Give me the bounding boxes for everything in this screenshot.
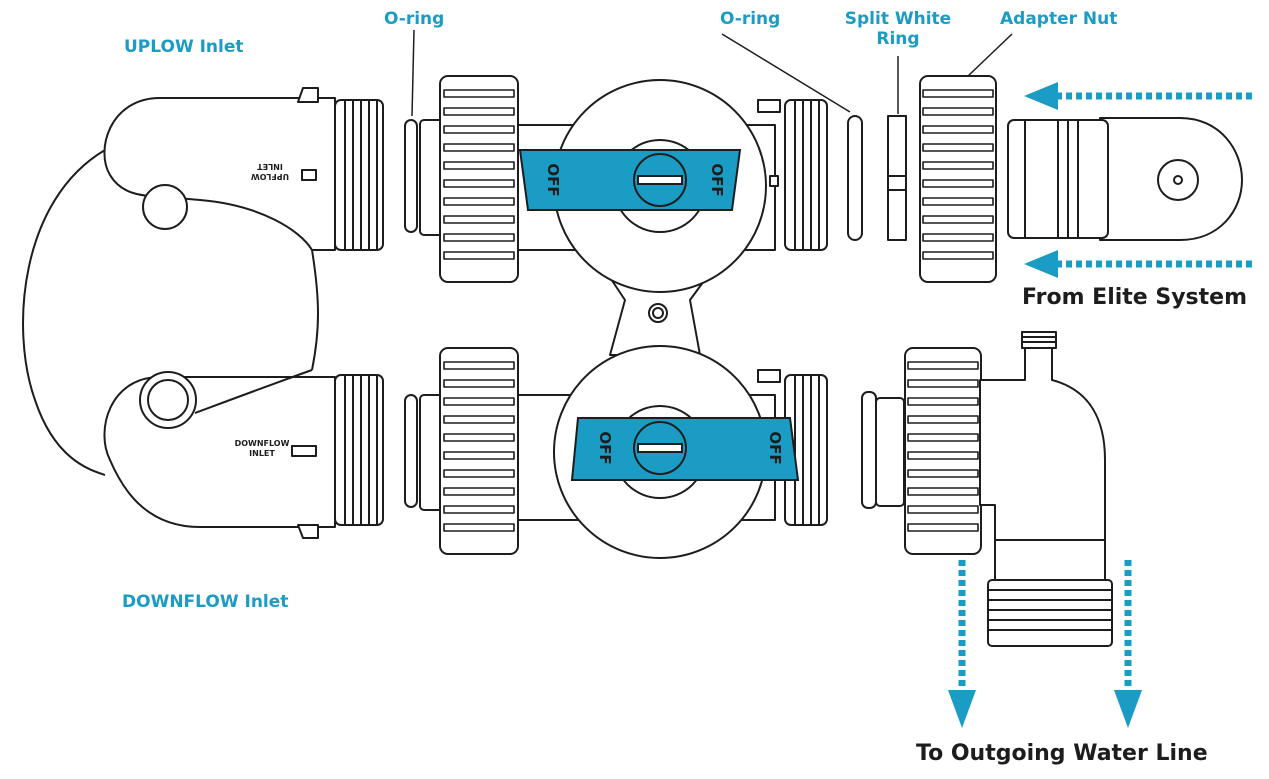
handle-text-upper-left: OFF [544,163,562,196]
downflow-body-label-2: INLET [249,449,275,458]
label-oring-right: O-ring [720,9,781,29]
label-uplow-inlet: UPLOW Inlet [124,37,244,57]
handle-text-lower-left: OFF [596,431,614,464]
handle-text-upper-right: OFF [708,163,726,196]
label-split-white-ring: Split White Ring [828,9,968,49]
thread-mid-upper [757,99,828,251]
downflow-body-label-1: DOWNFLOW [235,439,290,448]
downflow-label-box [291,445,317,457]
label-downflow-inlet: DOWNFLOW Inlet [122,592,289,612]
valve-handle-lower[interactable]: OFF OFF [570,417,800,481]
bypass-body-left [22,87,336,539]
upflow-label-box [301,169,317,181]
label-split-white-ring-line2: Ring [876,29,920,49]
nut-left-upper [439,75,519,283]
nut-left-lower [439,347,519,555]
port-ring-inner [147,379,189,421]
adapter-nut [919,75,997,283]
split-white-ring [887,115,907,241]
handle-text-lower-right: OFF [766,431,784,464]
label-to-outgoing-water-line: To Outgoing Water Line [916,741,1208,766]
oring-right [847,115,863,241]
tab-lower [297,524,319,539]
label-split-white-ring-line1: Split White [844,9,952,29]
elite-system-fitting [1007,117,1243,241]
tab-upper [297,87,319,103]
label-oring-left: O-ring [384,9,445,29]
oring-left-lower [404,394,418,508]
upflow-body-label-1: UPFLOW [251,172,289,181]
label-from-elite-system: From Elite System [1022,285,1248,310]
label-adapter-nut: Adapter Nut [1000,9,1118,29]
nut-right-lower [861,347,982,555]
thread-mid-lower [757,369,828,526]
boss-cap-upper [142,184,188,230]
valve-handle-upper[interactable]: OFF OFF [518,149,742,211]
elbow-outlet [979,331,1113,647]
thread-left-upper [334,99,384,251]
thread-left-lower [334,374,384,526]
oring-left-upper [404,119,418,233]
upflow-body-label-2: INLET [257,162,283,171]
